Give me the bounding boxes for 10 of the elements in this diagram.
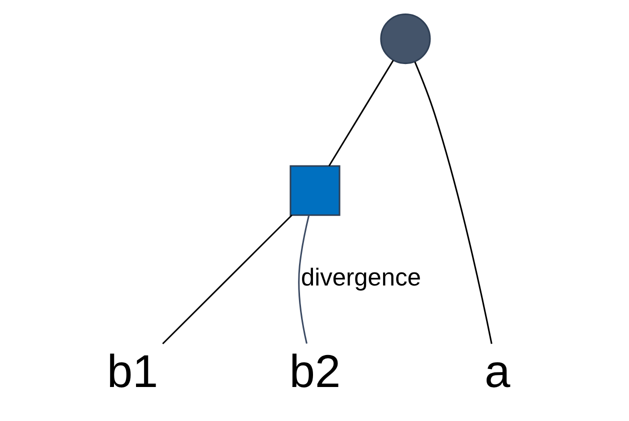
connector <box>414 62 492 344</box>
edge-label: divergence <box>300 264 420 292</box>
node-text: a <box>484 344 510 397</box>
connector <box>328 60 394 166</box>
node-text: b1 <box>106 344 158 397</box>
node-box <box>289 165 340 216</box>
connector <box>162 214 292 344</box>
connector <box>298 214 310 344</box>
node-circle <box>380 13 430 64</box>
node-text: b2 <box>288 344 340 397</box>
